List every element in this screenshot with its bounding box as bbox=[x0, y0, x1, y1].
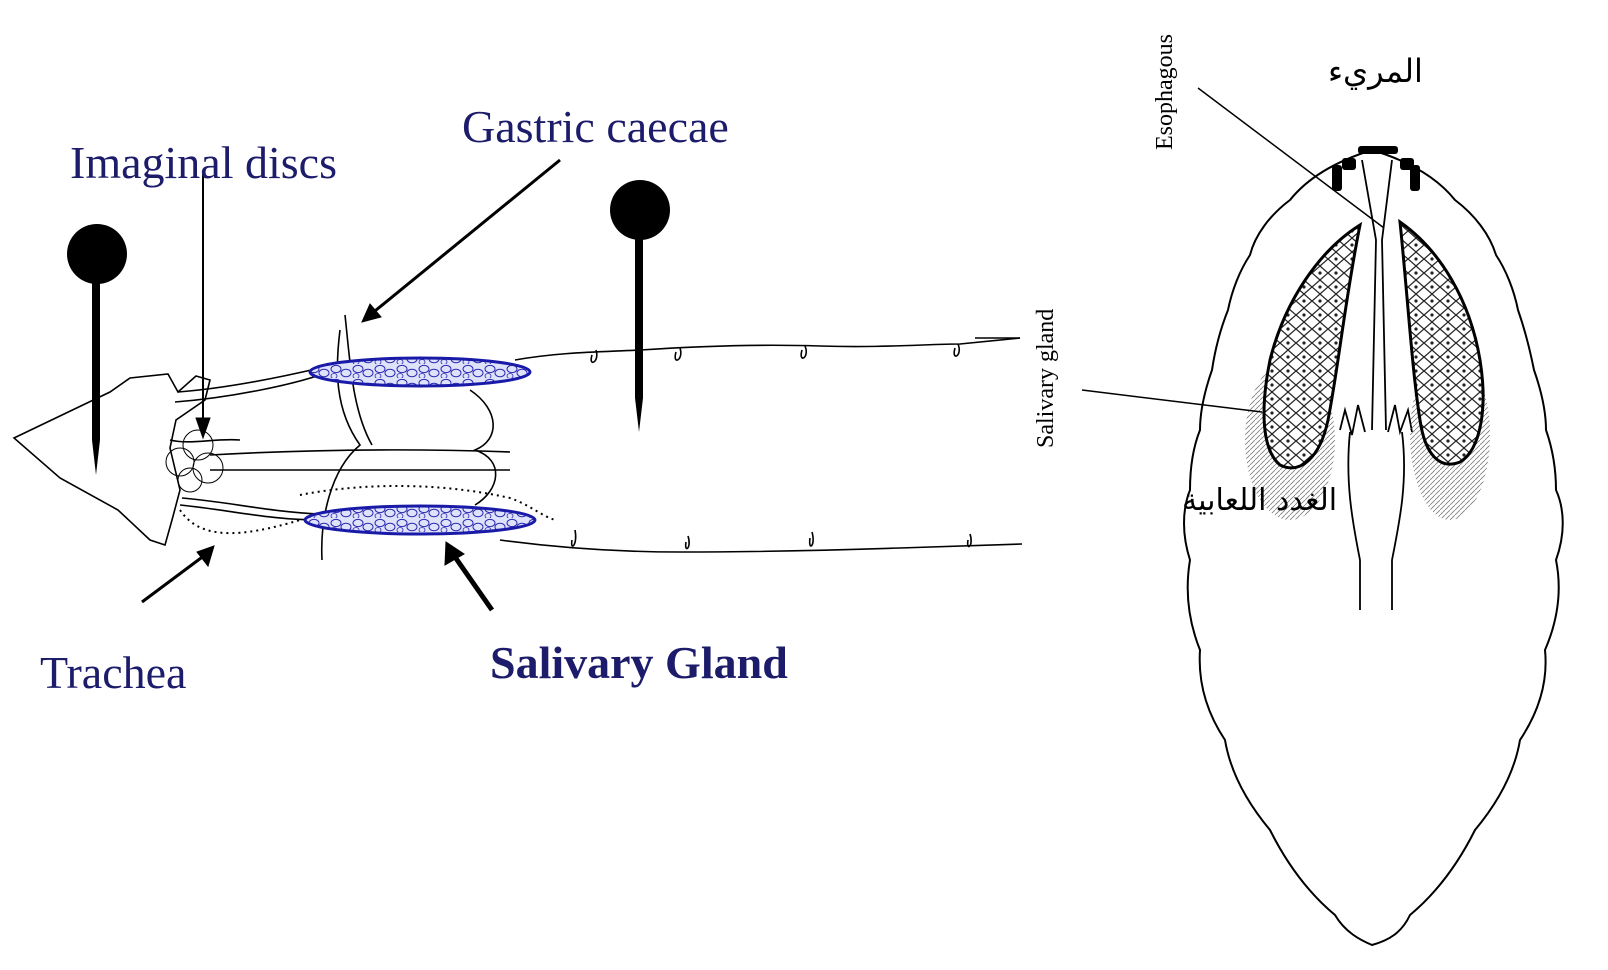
salivary-gland-upper bbox=[310, 358, 530, 386]
salivary-gland-lower bbox=[305, 506, 535, 534]
imaginal-disc-circles bbox=[166, 430, 223, 492]
label-arabic-esophagus: المريء bbox=[1328, 52, 1423, 90]
label-arabic-salivary-glands: الغدد اللعابية bbox=[1182, 483, 1337, 518]
label-gastric-caecae: Gastric caecae bbox=[462, 101, 729, 152]
pointer-arrows bbox=[142, 160, 560, 610]
dissection-pin-right bbox=[610, 180, 670, 432]
label-esophagous: Esophagous bbox=[1152, 34, 1178, 150]
larva-body-outline bbox=[1184, 150, 1563, 945]
dissection-pin-left bbox=[67, 224, 127, 475]
label-trachea: Trachea bbox=[40, 647, 186, 698]
label-salivary-gland-bold: Salivary Gland bbox=[490, 637, 788, 688]
label-salivary-gland-small: Salivary gland bbox=[1033, 309, 1059, 448]
label-imaginal-discs: Imaginal discs bbox=[70, 137, 337, 188]
